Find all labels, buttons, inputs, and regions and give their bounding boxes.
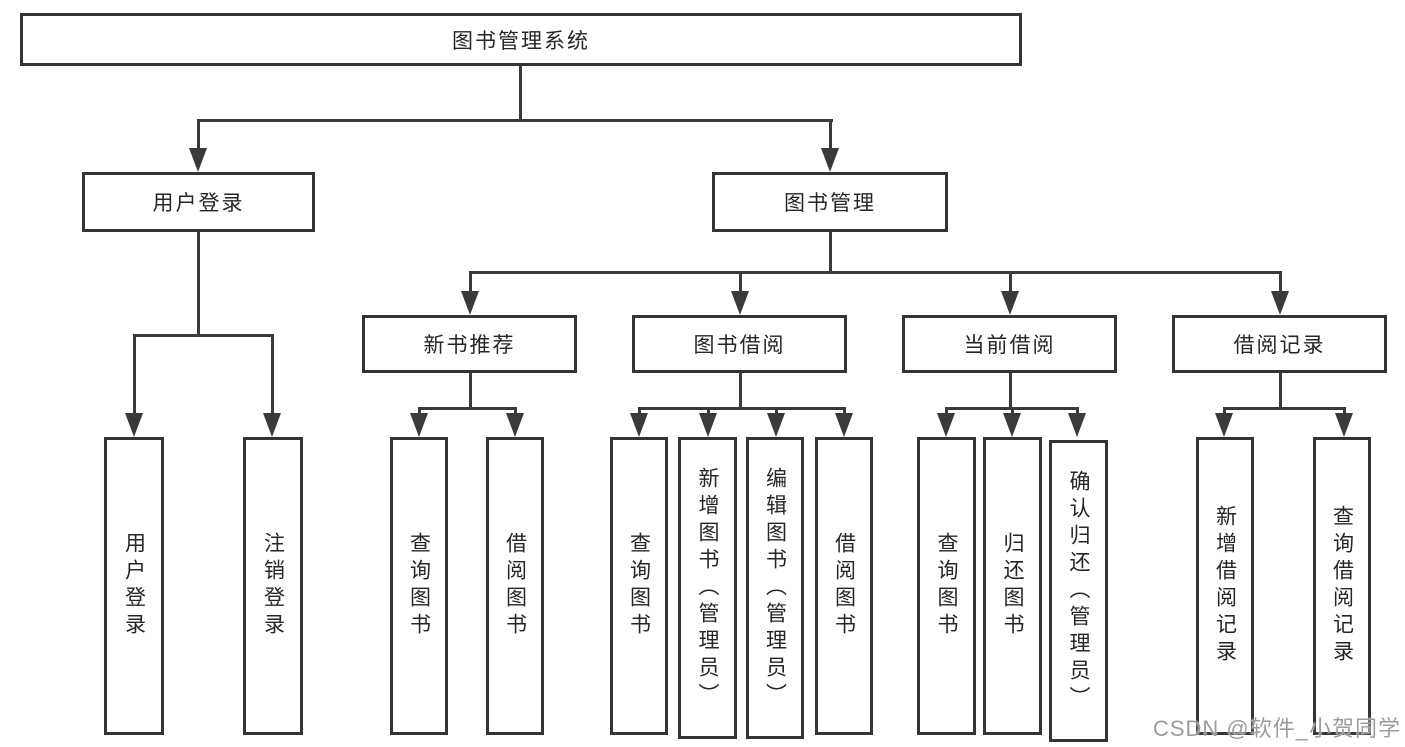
connector-line xyxy=(829,119,832,151)
leaf-edit-book-admin: 编辑图书（管理员） xyxy=(746,437,804,739)
connector-line xyxy=(197,119,833,122)
connector-line xyxy=(945,407,948,417)
arrow-down-icon xyxy=(1215,413,1233,437)
connector-line xyxy=(1279,271,1282,295)
connector-line xyxy=(469,271,472,295)
node-borrow-records: 借阅记录 xyxy=(1172,315,1387,373)
connector-line xyxy=(775,407,778,417)
leaf-query-borrow-record: 查询借阅记录 xyxy=(1313,437,1371,735)
connector-line xyxy=(469,271,1281,274)
leaf-query-books-current-label: 查询图书 xyxy=(935,532,958,640)
node-book-management-label: 图书管理 xyxy=(784,192,876,215)
connector-line xyxy=(1009,271,1012,295)
watermark: CSDN @软件_小贺同学 xyxy=(1152,716,1401,741)
leaf-query-books-recommend-label: 查询图书 xyxy=(407,532,431,640)
node-current-borrow: 当前借阅 xyxy=(902,315,1117,373)
leaf-borrow-books-2-label: 借阅图书 xyxy=(832,532,856,640)
connector-line xyxy=(418,407,421,417)
connector-line xyxy=(271,334,274,418)
connector-line xyxy=(739,373,742,410)
leaf-user-login-label: 用户登录 xyxy=(122,532,146,640)
node-book-management: 图书管理 xyxy=(712,172,948,232)
arrow-down-icon xyxy=(506,413,524,437)
arrow-down-icon xyxy=(630,413,648,437)
arrow-down-icon xyxy=(821,148,839,172)
leaf-logout-label: 注销登录 xyxy=(261,532,285,640)
connector-line xyxy=(1009,373,1012,410)
arrow-down-icon xyxy=(937,413,955,437)
node-new-book-recommend-label: 新书推荐 xyxy=(423,334,516,357)
connector-line xyxy=(133,334,274,337)
leaf-add-borrow-record: 新增借阅记录 xyxy=(1196,437,1254,735)
node-new-book-recommend: 新书推荐 xyxy=(362,315,577,373)
leaf-user-login: 用户登录 xyxy=(104,437,164,735)
arrow-down-icon xyxy=(1001,291,1019,315)
leaf-logout: 注销登录 xyxy=(243,437,303,735)
connector-line xyxy=(707,407,710,417)
connector-line xyxy=(1223,407,1226,417)
connector-line xyxy=(514,407,517,417)
leaf-query-books-current: 查询图书 xyxy=(917,437,976,735)
connector-line xyxy=(197,232,200,336)
connector-line xyxy=(638,407,846,410)
node-user-login-label: 用户登录 xyxy=(152,192,245,215)
connector-line xyxy=(418,407,517,410)
connector-line xyxy=(519,66,522,121)
leaf-borrow-books-recommend: 借阅图书 xyxy=(486,437,544,735)
leaf-confirm-return-admin: 确认归还（管理员） xyxy=(1049,440,1108,742)
leaf-query-borrow-record-label: 查询借阅记录 xyxy=(1330,505,1354,667)
node-root-label: 图书管理系统 xyxy=(452,29,590,53)
arrow-down-icon xyxy=(731,291,749,315)
node-root: 图书管理系统 xyxy=(20,13,1022,66)
connector-line xyxy=(197,119,200,151)
connector-line xyxy=(1343,407,1346,417)
leaf-borrow-books-recommend-label: 借阅图书 xyxy=(503,532,527,640)
node-user-login: 用户登录 xyxy=(82,172,315,232)
connector-line xyxy=(843,407,846,417)
leaf-edit-book-admin-label: 编辑图书（管理员） xyxy=(763,466,787,710)
arrow-down-icon xyxy=(189,148,207,172)
node-current-borrow-label: 当前借阅 xyxy=(963,334,1056,357)
node-borrow-records-label: 借阅记录 xyxy=(1233,334,1326,357)
connector-line xyxy=(739,271,742,295)
leaf-return-book: 归还图书 xyxy=(983,437,1042,735)
arrow-down-icon xyxy=(461,291,479,315)
arrow-down-icon xyxy=(410,413,428,437)
connector-line xyxy=(133,334,136,418)
arrow-down-icon xyxy=(835,413,853,437)
leaf-query-books-borrow-label: 查询图书 xyxy=(627,532,651,640)
connector-line xyxy=(829,232,832,274)
leaf-borrow-books-2: 借阅图书 xyxy=(815,437,873,735)
leaf-add-book-admin-label: 新增图书（管理员） xyxy=(696,466,719,710)
connector-line xyxy=(638,407,641,417)
node-book-borrow: 图书借阅 xyxy=(632,315,847,373)
arrow-down-icon xyxy=(699,413,717,437)
connector-line xyxy=(469,373,472,410)
node-book-borrow-label: 图书借阅 xyxy=(693,334,786,357)
leaf-query-books-borrow: 查询图书 xyxy=(610,437,668,735)
leaf-return-book-label: 归还图书 xyxy=(1001,532,1024,640)
leaf-add-borrow-record-label: 新增借阅记录 xyxy=(1213,505,1237,667)
arrow-down-icon xyxy=(1003,413,1021,437)
leaf-add-book-admin: 新增图书（管理员） xyxy=(678,437,737,739)
arrow-down-icon xyxy=(263,413,281,437)
arrow-down-icon xyxy=(1271,291,1289,315)
arrow-down-icon xyxy=(125,413,143,437)
connector-line xyxy=(1279,373,1282,410)
arrow-down-icon xyxy=(1335,413,1353,437)
connector-line xyxy=(1011,407,1014,417)
connector-line xyxy=(1223,407,1346,410)
arrow-down-icon xyxy=(767,413,785,437)
connector-line xyxy=(1076,407,1079,417)
leaf-confirm-return-admin-label: 确认归还（管理员） xyxy=(1067,469,1090,713)
leaf-query-books-recommend: 查询图书 xyxy=(390,437,448,735)
arrow-down-icon xyxy=(1068,413,1086,437)
